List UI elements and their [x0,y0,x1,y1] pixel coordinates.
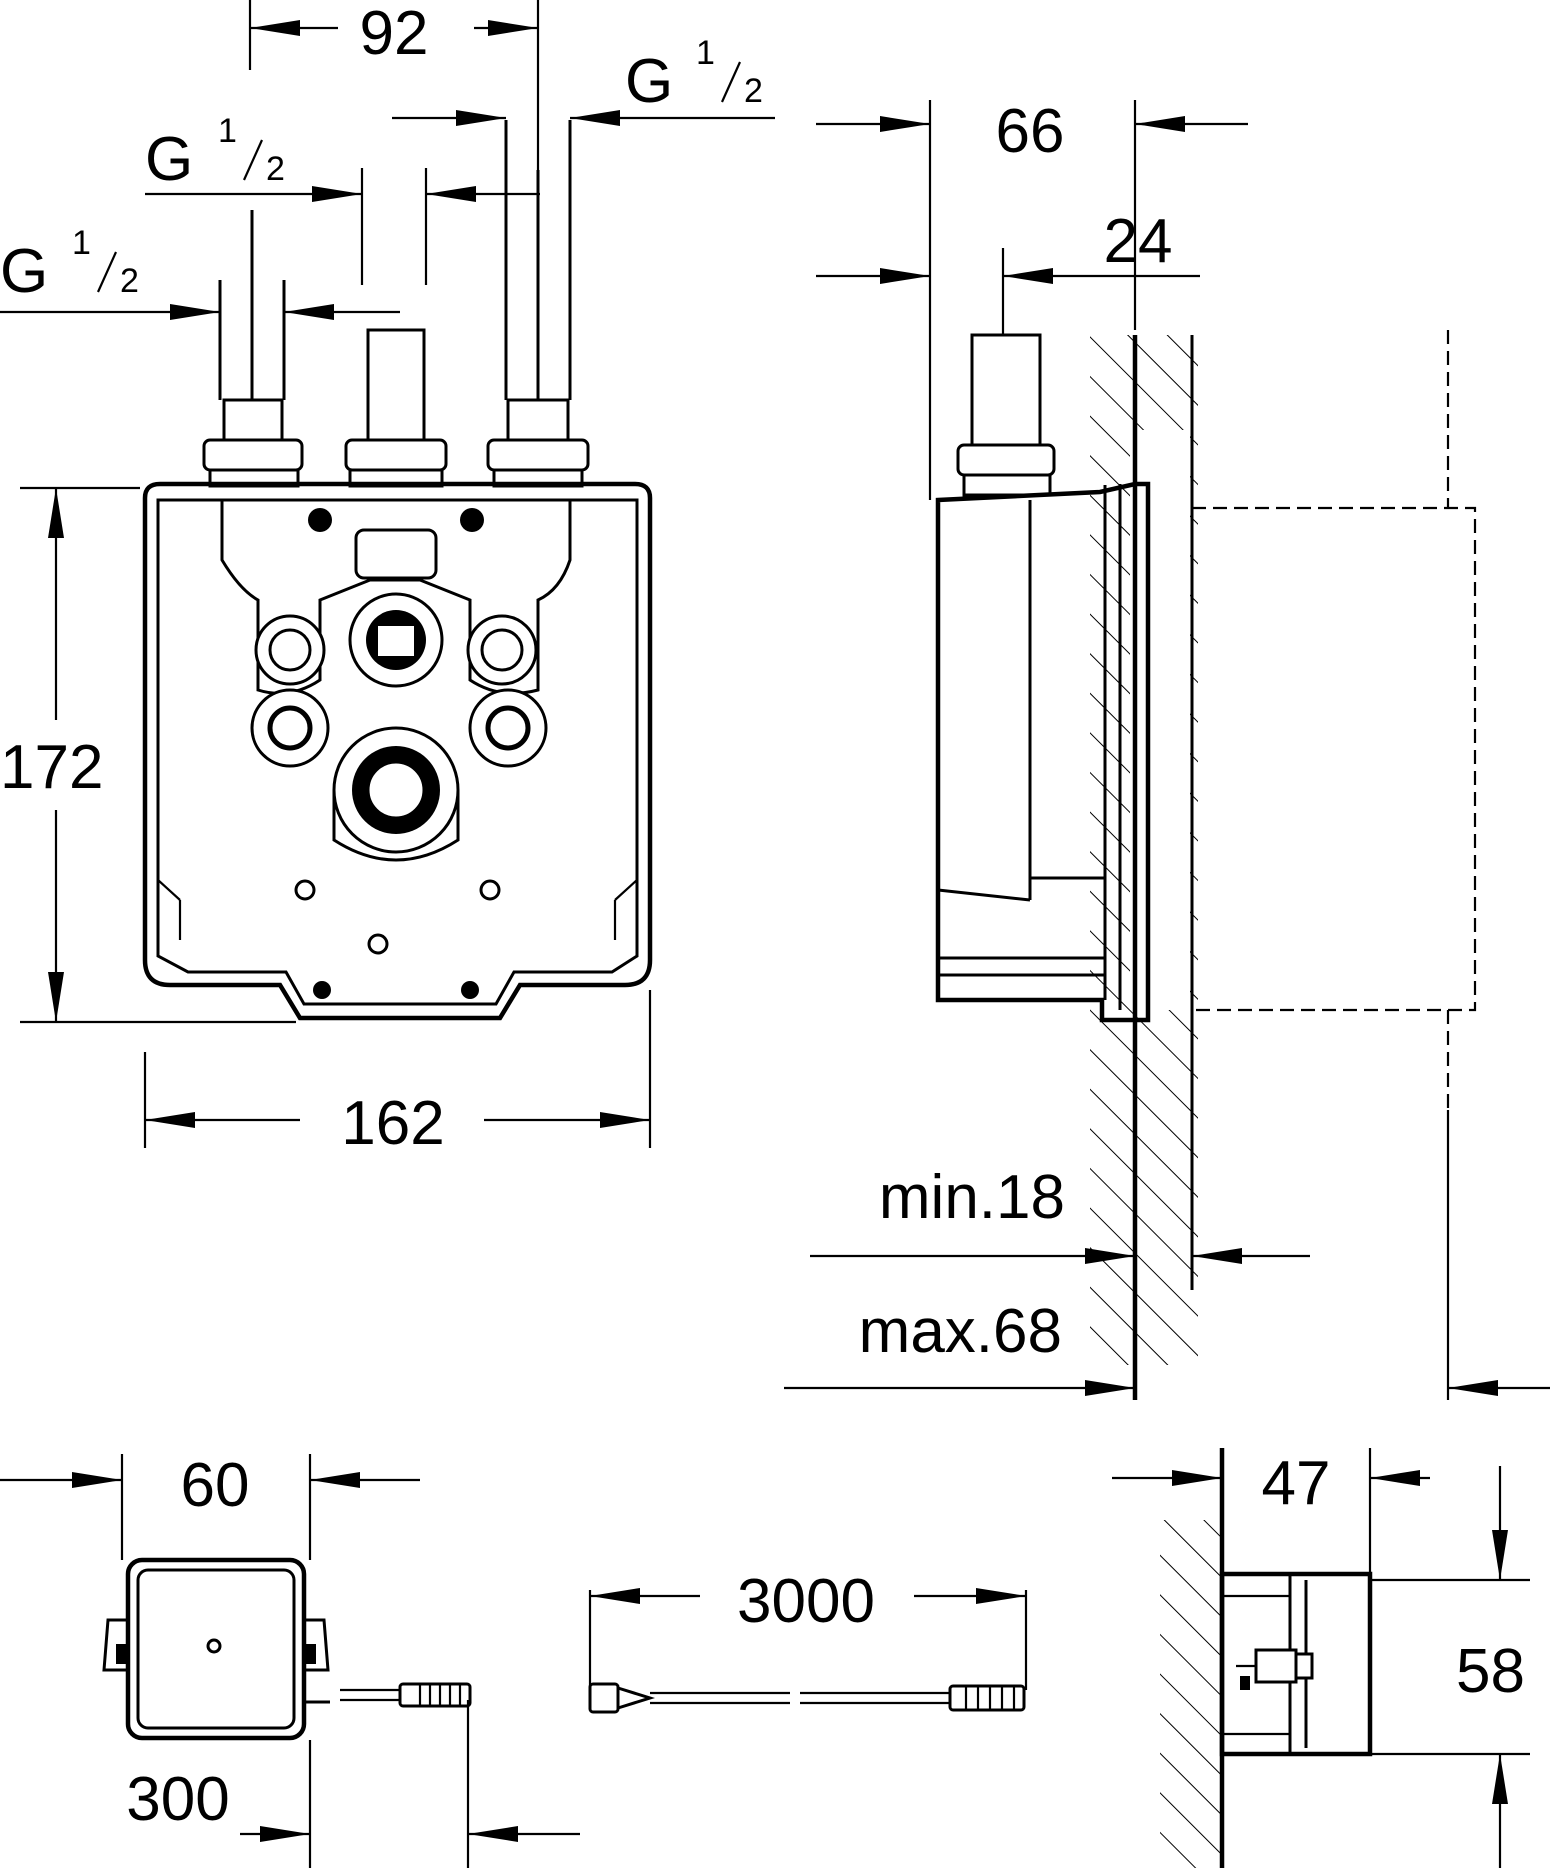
dim-60: 60 [0,1451,420,1560]
dim-max-label: max.68 [859,1297,1062,1366]
dim-24-label: 24 [1104,207,1173,276]
thread-mid-num: 1 [218,112,237,150]
dim-172-label: 172 [0,733,103,802]
thread-label-right: G 1 2 [392,34,775,126]
thread-left-base: G [0,237,48,306]
thread-label-middle: G 1 2 [145,112,540,285]
thread-right-den: 2 [744,72,763,110]
dim-92: 92 [248,0,540,175]
dim-min-18: min.18 [810,1163,1310,1264]
dim-47-label: 47 [1262,1449,1331,1518]
dim-24: 24 [816,207,1200,335]
dim-58-label: 58 [1456,1637,1525,1706]
dim-60-label: 60 [181,1451,250,1520]
module-view: 60 300 [0,1451,580,1868]
thread-left-den: 2 [120,262,139,300]
mount-wall-hatch [1160,1520,1220,1868]
dim-3000: 3000 [588,1567,1028,1690]
module-box [125,1557,307,1741]
thread-right-num: 1 [696,34,715,72]
dim-47: 47 [1112,1448,1430,1586]
thread-left-num: 1 [72,224,91,262]
dim-162-label: 162 [341,1089,444,1158]
thread-right-base: G [625,47,673,116]
dim-min-label: min.18 [879,1163,1065,1232]
dim-300: 300 [126,1700,580,1868]
installation-box [142,481,653,1021]
thread-mid-base: G [145,125,193,194]
dim-172: 172 [0,486,296,1024]
mount-module [1219,1571,1373,1757]
front-view: 92 G 1 2 G 1 2 G 1 [0,0,775,1158]
dim-66-label: 66 [996,97,1065,166]
dim-92-label: 92 [360,0,429,68]
dim-300-label: 300 [126,1765,229,1834]
dim-3000-label: 3000 [737,1567,875,1636]
pipes [202,120,590,488]
side-body [935,330,1477,1400]
dim-max-68: max.68 [784,1297,1550,1396]
thread-label-left: G 1 2 [0,224,400,320]
cable-view: 3000 [588,1567,1028,1714]
dim-162: 162 [143,990,652,1158]
mount-view: 47 58 [1112,1448,1530,1868]
dim-58: 58 [1370,1466,1530,1868]
side-view: 66 24 [784,97,1550,1400]
dim-66: 66 [816,97,1248,500]
thread-mid-den: 2 [266,150,285,188]
